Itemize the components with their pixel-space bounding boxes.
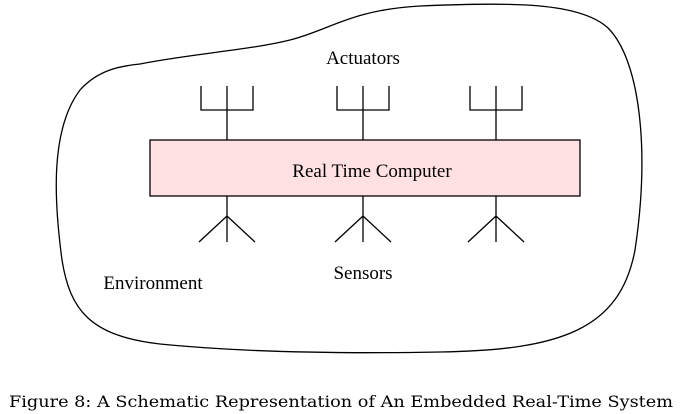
environment-label: Environment [103, 273, 203, 294]
actuator-icon [200, 86, 254, 140]
figure-caption: Figure 8: A Schematic Representation of … [9, 393, 673, 411]
real-time-computer-label: Real Time Computer [292, 161, 452, 182]
sensors-label: Sensors [333, 263, 392, 284]
environment-boundary [55, 3, 643, 354]
real-time-computer-box [149, 139, 581, 197]
actuators-label: Actuators [326, 48, 400, 69]
sensor-icon [467, 196, 525, 243]
sensor-icon [198, 196, 256, 243]
actuator-icon [336, 86, 390, 140]
sensor-icon [334, 196, 392, 243]
actuator-icon [469, 86, 523, 140]
